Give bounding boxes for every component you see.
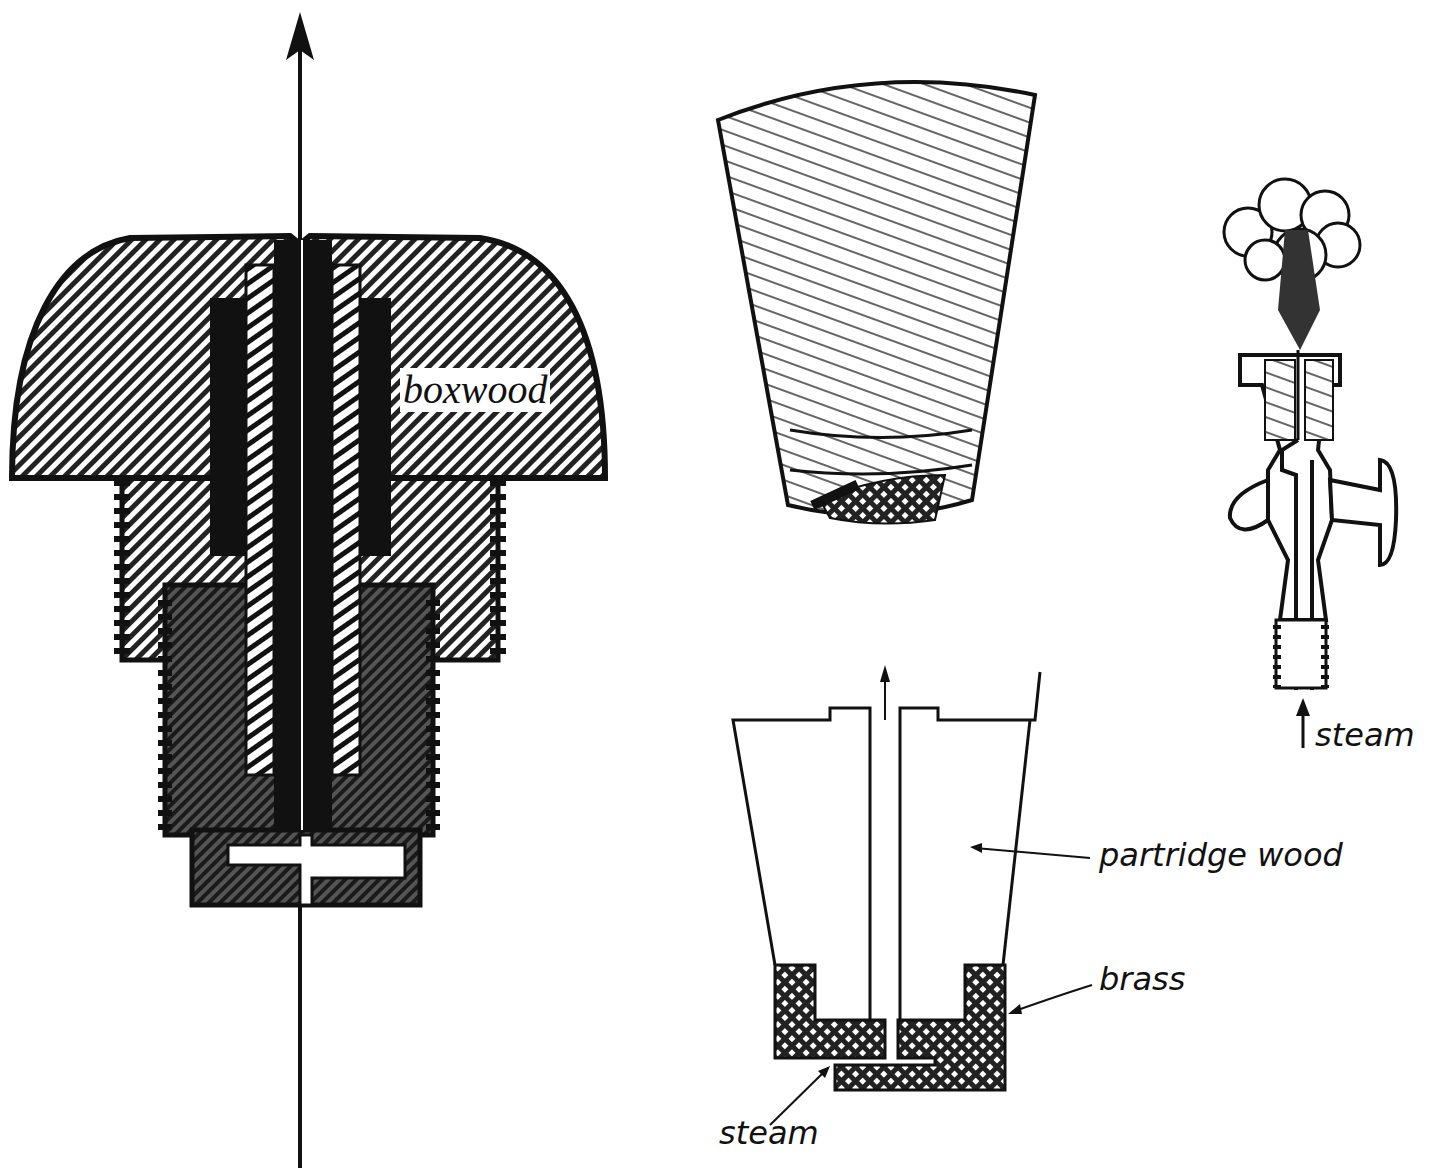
material-label: boxwood: [400, 368, 550, 412]
material-label: brass: [1096, 962, 1188, 997]
flow-label: steam: [716, 1116, 822, 1151]
flow-label: steam: [1312, 718, 1418, 753]
material-label: partridge wood: [1096, 838, 1346, 873]
